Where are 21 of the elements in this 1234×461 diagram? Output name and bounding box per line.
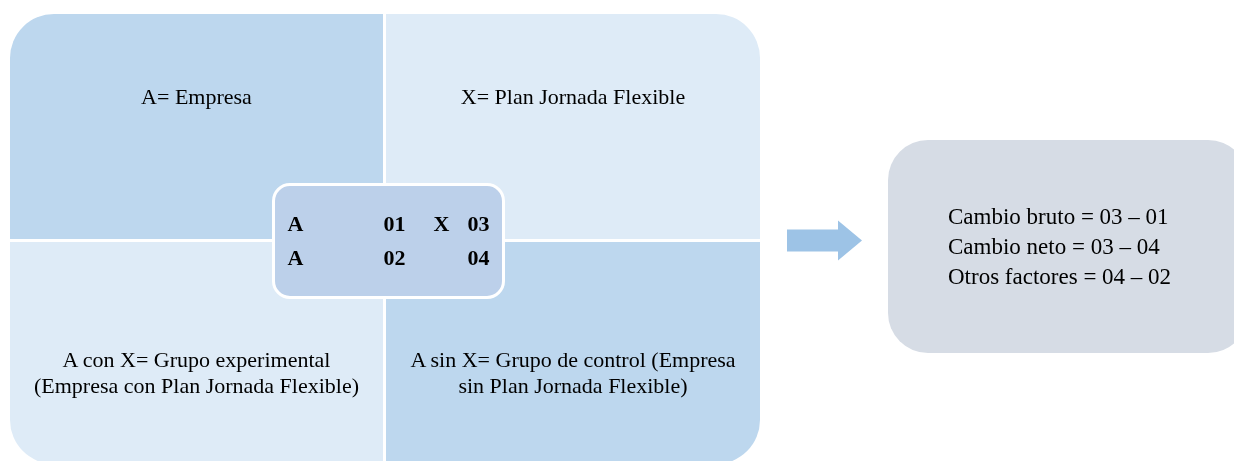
table-cell-text: A [287, 210, 305, 238]
quadrant-text: A con X= Grupo experimental (Empresa con Plan Jornada Flexible) [33, 347, 360, 399]
table-cell-text: 01 [382, 210, 406, 238]
quadrant-panel [386, 14, 760, 239]
quadrant-panel [386, 242, 760, 461]
table-box [272, 183, 505, 299]
table-cell-text: 03 [466, 210, 490, 238]
quadrant-panel [10, 242, 383, 461]
formula-text: Cambio neto = 03 – 04 [948, 232, 1161, 261]
table-cell-text: X [432, 210, 450, 238]
formula-text: Cambio bruto = 03 – 01 [948, 202, 1170, 231]
quadrant-text: X= Plan Jornada Flexible [460, 84, 686, 110]
formula-text: Otros factores = 04 – 02 [948, 262, 1173, 291]
table-cell-text: A [287, 244, 305, 272]
result-box [888, 140, 1234, 353]
quadrant-text: A= Empresa [141, 84, 252, 110]
quadrant-panel [10, 14, 383, 239]
block-arrow [787, 220, 862, 261]
quadrant-text: A sin X= Grupo de control (Empresa sin Plan Jornada Flexible) [409, 347, 737, 399]
table-cell-text: 04 [466, 244, 490, 272]
table-cell-text: 02 [382, 244, 406, 272]
